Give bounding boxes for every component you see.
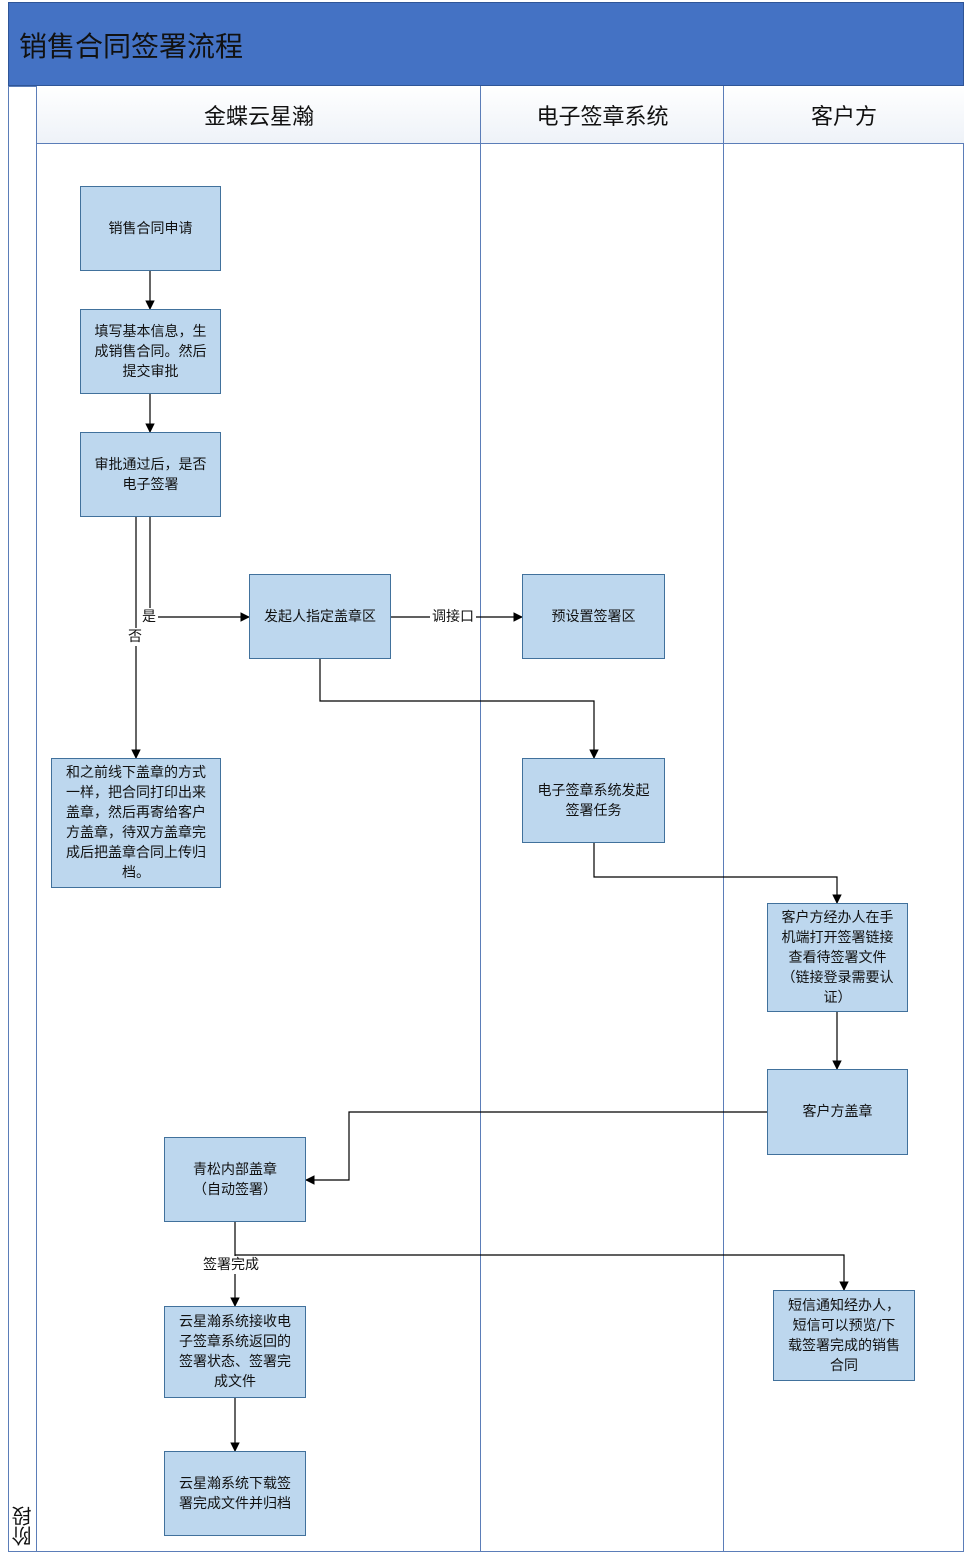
- node-internal-seal: 青松内部盖章 （自动签署）: [164, 1137, 306, 1222]
- node-esign-task: 电子签章系统发起 签署任务: [522, 758, 665, 843]
- lane-header-kingdee: 金蝶云星瀚: [37, 86, 481, 144]
- edge-label-done: 签署完成: [201, 1256, 261, 1274]
- node-approval-decision: 审批通过后，是否 电子签署: [80, 432, 221, 517]
- phase-column: [8, 86, 37, 1552]
- node-customer-open-link: 客户方经办人在手 机端打开签署链接 查看待签署文件 （链接登录需要认 证）: [767, 903, 908, 1012]
- node-download-archive: 云星瀚系统下载签 署完成文件并归档: [164, 1451, 306, 1536]
- edge-label-interface: 调接口: [430, 608, 476, 626]
- node-offline-seal: 和之前线下盖章的方式 一样，把合同打印出来 盖章，然后再寄给客户 方盖章，待双方…: [51, 758, 221, 888]
- edge-n3-n4-yes: [149, 517, 250, 622]
- lane-divider: [480, 86, 481, 1552]
- node-receive-status: 云星瀚系统接收电 子签章系统返回的 签署状态、签署完 成文件: [164, 1306, 306, 1398]
- edge-label-yes: 是: [140, 608, 158, 626]
- node-sales-contract-application: 销售合同申请: [80, 186, 221, 271]
- edge-n4-n7: [319, 659, 599, 759]
- edge-n7-n8: [593, 843, 842, 904]
- lane-divider: [723, 86, 724, 1552]
- lane-header-customer: 客户方: [724, 86, 964, 144]
- page-title: 销售合同签署流程: [19, 30, 244, 63]
- node-fill-basic-info: 填写基本信息，生 成销售合同。然后 提交审批: [80, 309, 221, 394]
- node-customer-seal: 客户方盖章: [767, 1069, 908, 1155]
- lane-header-esign: 电子签章系统: [481, 86, 724, 144]
- node-preset-sign-area: 预设置签署区: [522, 574, 665, 659]
- title-bar: 销售合同签署流程: [8, 2, 964, 86]
- edge-label-no: 否: [126, 628, 144, 646]
- node-sms-notify: 短信通知经办人， 短信可以预览/下 载签署完成的销售 合同: [773, 1290, 915, 1381]
- node-specify-seal-area: 发起人指定盖章区: [249, 574, 391, 659]
- edge-n9-n10: [305, 1111, 767, 1185]
- edge-n10-n11: [235, 1254, 849, 1291]
